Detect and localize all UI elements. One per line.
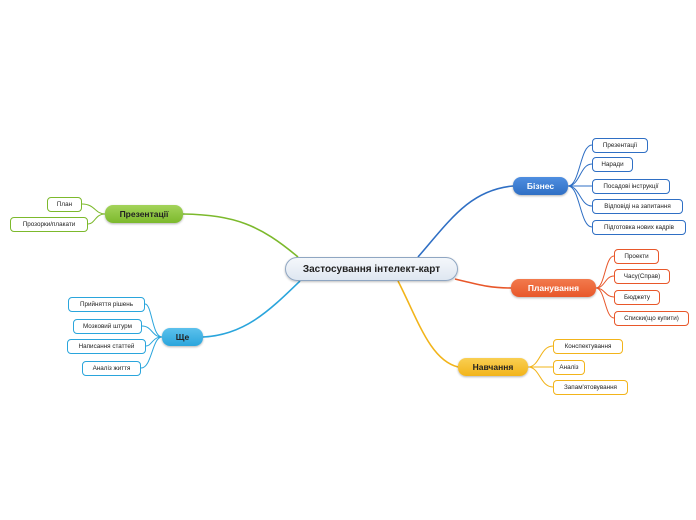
presentations-item-label: Прозорки/плакати: [22, 221, 76, 228]
planning-item-label: Проекти: [624, 253, 649, 260]
link-presentations-0: [81, 203, 106, 215]
business-item-label: Відповіді на запитання: [604, 203, 671, 210]
learning-item[interactable]: Запам'ятовування: [553, 380, 628, 395]
link-central-learning: [397, 280, 459, 368]
link-planning-1: [595, 275, 615, 289]
branch-more[interactable]: Ще: [162, 328, 203, 346]
planning-item-label: Списки(що купити): [624, 315, 679, 322]
link-central-more: [202, 280, 301, 338]
branch-presentations-label: Презентації: [119, 209, 169, 219]
more-item[interactable]: Написання статтей: [67, 339, 146, 354]
business-item[interactable]: Підготовка нових кадрів: [592, 220, 686, 235]
business-item-label: Посадові інструкції: [603, 183, 659, 190]
branch-learning-label: Навчання: [472, 362, 514, 372]
more-item[interactable]: Аналіз життя: [82, 361, 141, 376]
presentations-item[interactable]: План: [47, 197, 82, 212]
link-more-3: [140, 336, 163, 369]
more-item[interactable]: Мозковий штурм: [73, 319, 142, 334]
business-item[interactable]: Відповіді на запитання: [592, 199, 683, 214]
business-item-label: Презентації: [602, 142, 638, 149]
branch-more-label: Ще: [175, 332, 190, 342]
link-more-2: [145, 336, 163, 347]
link-business-3: [567, 185, 593, 207]
branch-planning[interactable]: Планування: [511, 279, 596, 297]
more-item-label: Прийняття рішень: [79, 301, 134, 308]
business-item-label: Підготовка нових кадрів: [604, 224, 674, 231]
more-item-label: Написання статтей: [78, 343, 135, 350]
branch-business-label: Бізнес: [526, 181, 555, 191]
branch-presentations[interactable]: Презентації: [105, 205, 183, 223]
learning-item-label: Аналіз: [559, 364, 579, 371]
link-more-1: [141, 325, 163, 338]
learning-item[interactable]: Конспектування: [553, 339, 623, 354]
branch-business[interactable]: Бізнес: [513, 177, 568, 195]
link-presentations-1: [87, 213, 106, 225]
planning-item[interactable]: Часу(Справ): [614, 269, 670, 284]
link-business-4: [567, 185, 593, 228]
link-central-business: [417, 185, 514, 258]
planning-item[interactable]: Списки(що купити): [614, 311, 689, 326]
learning-item[interactable]: Аналіз: [553, 360, 585, 375]
learning-item-label: Конспектування: [564, 343, 612, 350]
planning-item[interactable]: Бюджету: [614, 290, 660, 305]
business-item[interactable]: Презентації: [592, 138, 648, 153]
branch-learning[interactable]: Навчання: [458, 358, 528, 376]
link-central-planning: [454, 278, 512, 289]
presentations-item[interactable]: Прозорки/плакати: [10, 217, 88, 232]
link-business-0: [567, 144, 593, 187]
business-item[interactable]: Наради: [592, 157, 633, 172]
link-planning-0: [595, 255, 615, 289]
branch-planning-label: Планування: [527, 283, 580, 293]
more-item[interactable]: Прийняття рішень: [68, 297, 145, 312]
more-item-label: Мозковий штурм: [82, 323, 132, 330]
more-item-label: Аналіз життя: [92, 365, 131, 372]
link-more-0: [144, 303, 163, 338]
central-topic-label: Застосування інтелект-карт: [302, 263, 441, 275]
presentations-item-label: План: [56, 201, 73, 208]
link-learning-2: [527, 366, 554, 388]
business-item[interactable]: Посадові інструкції: [592, 179, 670, 194]
link-learning-0: [527, 345, 554, 368]
planning-item[interactable]: Проекти: [614, 249, 659, 264]
planning-item-label: Часу(Справ): [623, 273, 661, 280]
central-topic[interactable]: Застосування інтелект-карт: [285, 257, 458, 281]
learning-item-label: Запам'ятовування: [564, 384, 617, 391]
business-item-label: Наради: [601, 161, 624, 168]
link-planning-3: [595, 287, 615, 319]
link-central-presentations: [182, 213, 299, 258]
link-business-1: [567, 163, 593, 187]
planning-item-label: Бюджету: [624, 294, 650, 301]
